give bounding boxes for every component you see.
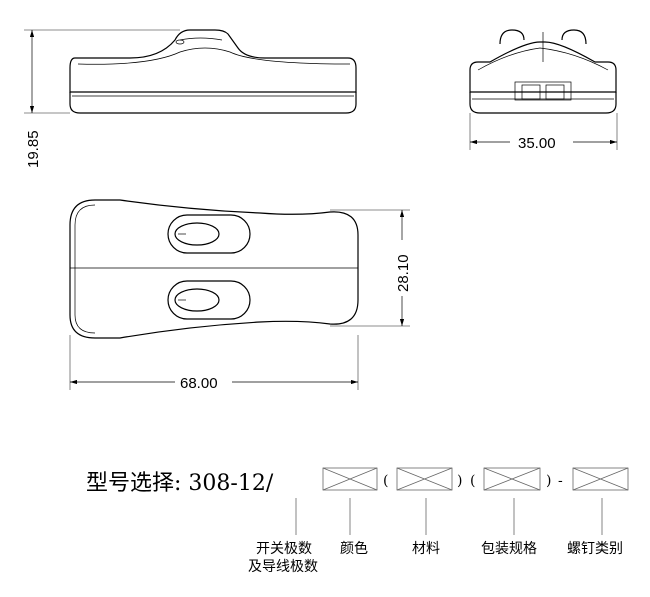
dimension-length: 68.00	[69, 335, 359, 392]
dimension-end-width: 35.00	[469, 113, 618, 152]
dash: -	[558, 473, 563, 489]
side-view	[69, 29, 357, 114]
label-poles-line1: 开关极数	[256, 541, 312, 557]
code-box-packaging	[483, 467, 541, 491]
dimension-top-width: 28.10	[330, 209, 412, 327]
model-prefix: 型号选择: 308-12/	[86, 471, 274, 496]
label-packaging: 包装规格	[481, 541, 537, 557]
label-color: 颜色	[340, 540, 368, 557]
dimension-end-width-label: 35.00	[518, 135, 556, 152]
label-screw: 螺钉类别	[567, 541, 623, 557]
label-poles-line2: 及导线极数	[248, 559, 318, 575]
close-paren: )	[457, 473, 462, 489]
dimension-height: 19.85	[24, 29, 180, 168]
code-box-poles-color	[322, 467, 378, 491]
dimension-length-label: 68.00	[180, 375, 218, 392]
model-selection: 型号选择: 308-12/ ( ) ( ) - 开关极数 及导线极数 颜色 材料…	[86, 467, 629, 575]
dimension-top-width-label: 28.10	[395, 254, 412, 292]
code-box-material	[396, 467, 453, 491]
open-paren: (	[470, 473, 475, 489]
open-paren: (	[383, 473, 388, 489]
dimension-height-label: 19.85	[25, 130, 42, 168]
close-paren: )	[546, 473, 551, 489]
switch-slot-lower	[167, 280, 251, 320]
switch-slot-upper	[167, 214, 251, 254]
label-material: 材料	[412, 541, 440, 557]
code-box-screw	[572, 467, 629, 491]
top-view	[69, 199, 359, 339]
end-view	[469, 29, 617, 114]
